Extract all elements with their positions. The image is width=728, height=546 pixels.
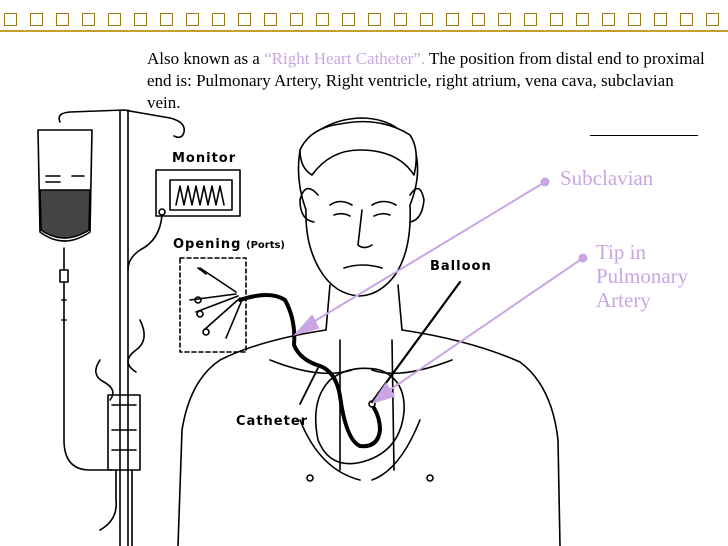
slide-top-bar [0,0,728,32]
callout-tip-line3: Artery [596,288,651,312]
hair [299,120,418,176]
decor-square [550,13,563,26]
decor-square [524,13,537,26]
heart [314,367,405,465]
decor-square [82,13,95,26]
ports-box [179,257,247,353]
catheter-leader [299,367,319,405]
decor-square [420,13,433,26]
decor-square [706,13,719,26]
callout-tip: Tip in Pulmonary Artery [596,240,688,312]
top-rule [0,30,728,32]
iv-line [59,247,113,471]
decor-square [342,13,355,26]
callout-subclavian: Subclavian [560,166,654,190]
decor-square [446,13,459,26]
decor-square [394,13,407,26]
decor-square [212,13,225,26]
iv-pole [119,109,129,546]
decor-square [4,13,17,26]
eyes [329,200,397,206]
description-suffix: The position from distal end to proximal… [147,49,705,112]
decor-square [602,13,615,26]
decor-square [108,13,121,26]
decor-square [576,13,589,26]
label-balloon: Balloon [430,259,492,274]
transducer [107,394,141,471]
decor-square [628,13,641,26]
balloon-leader [370,280,462,404]
description-text: Also known as a “Right Heart Catheter”. … [147,48,707,114]
decor-square [316,13,329,26]
callout-arrows [293,177,588,404]
neck [325,284,403,331]
label-catheter: Catheter [236,414,308,429]
decor-square [290,13,303,26]
decor-square [30,13,43,26]
description-prefix: Also known as a [147,49,265,68]
catheter-line [238,293,382,449]
decor-square [160,13,173,26]
mouth [343,264,383,269]
short-rule [590,135,698,136]
label-ports: (Ports) [246,240,285,251]
iv-pole-hook [123,109,186,139]
nose [357,209,373,249]
monitor-box [155,169,241,217]
label-monitor: Monitor [172,151,236,166]
decor-square [264,13,277,26]
iv-bag [37,129,93,242]
decor-square [498,13,511,26]
description-highlight: “Right Heart Catheter”. [264,49,426,68]
decor-square [472,13,485,26]
callout-tip-line2: Pulmonary [596,264,689,288]
callout-tip-line1: Tip in [596,240,647,264]
decor-square [654,13,667,26]
monitor-waveform [175,185,225,206]
decor-square [134,13,147,26]
torso-outline [177,329,561,546]
decor-square [680,13,693,26]
decor-square [238,13,251,26]
decor-square [56,13,69,26]
label-opening: Opening [173,237,241,252]
decor-square [368,13,381,26]
decor-square [186,13,199,26]
